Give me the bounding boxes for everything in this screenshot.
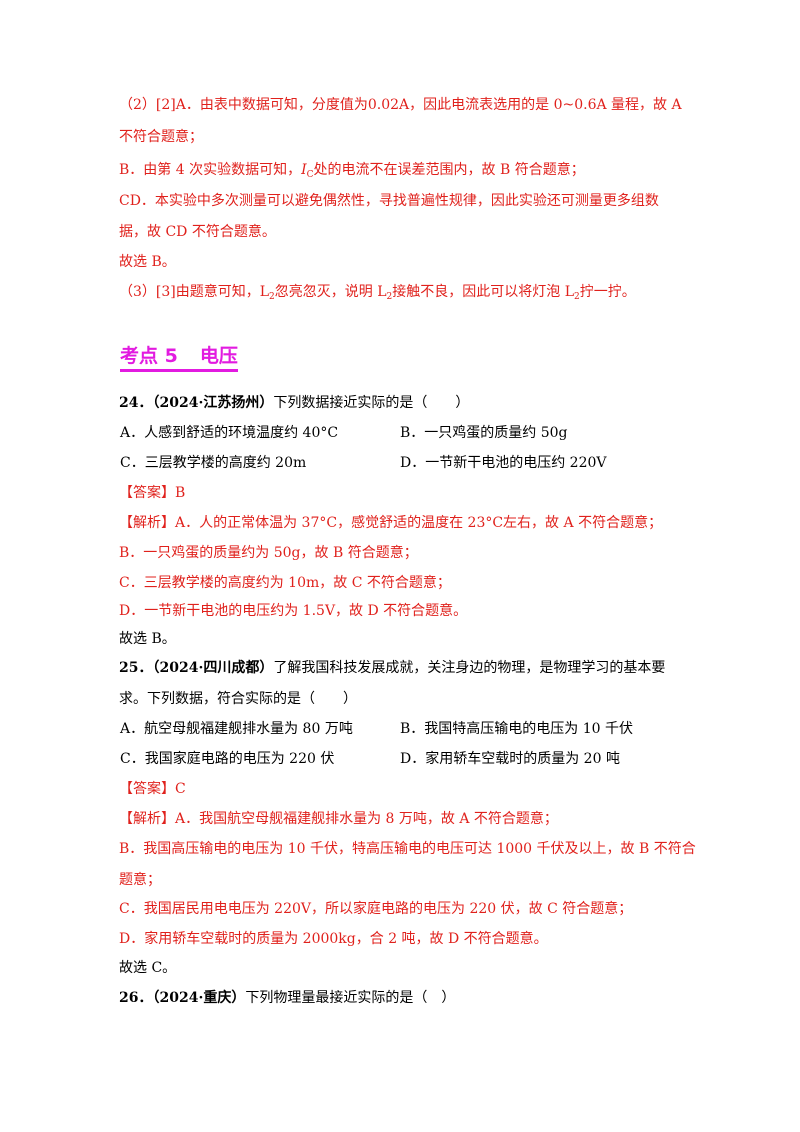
q24-option-a: A．人感到舒适的环境温度约 40°C <box>120 425 339 441</box>
prev-answer-line-7: （3）[3]由题意可知，L2忽亮忽灭，说明 L2接触不良，因此可以将灯泡 L2拧… <box>119 282 636 302</box>
q25-stem-1: 25．（2024·四川成都）了解我国科技发展成就，关注身边的物理，是物理学习的基… <box>119 658 665 678</box>
prev-b-pre: B．由第 4 次实验数据可知， <box>119 162 302 178</box>
q25-analysis-tag: 【解析】 <box>119 811 175 827</box>
prev-answer-line-4: CD．本实验中多次测量可以避免偶然性，寻找普遍性规律，因此实验还可测量更多组数 <box>119 193 659 209</box>
q24-analysis-4: D．一节新干电池的电压约为 1.5V，故 D 不符合题意。 <box>119 603 468 619</box>
section-label: 考点 5 <box>120 345 178 367</box>
q24-analysis-tag: 【解析】 <box>119 515 175 531</box>
prev-answer-line-6: 故选 B。 <box>119 254 176 270</box>
q25-answer: 【答案】C <box>119 779 186 799</box>
q24-option-b: B．一只鸡蛋的质量约 50g <box>400 425 568 441</box>
q25-option-c: C．我国家庭电路的电压为 220 伏 <box>120 751 335 767</box>
prev-p5-b: 忽亮忽灭，说明 L <box>274 284 387 300</box>
prev-p5-sub1: 2 <box>269 292 275 302</box>
q24-answer-tag: 【答案】 <box>119 485 175 501</box>
section-heading: 考点 5 电压 <box>120 343 238 372</box>
q25-answer-tag: 【答案】 <box>119 781 175 797</box>
prev-b-post: 处的电流不在误差范围内，故 B 符合题意； <box>313 162 585 178</box>
prev-p5-sub2: 2 <box>386 292 393 302</box>
q24-conclusion: 故选 B。 <box>119 631 176 647</box>
prev-answer-line-5: 据，故 CD 不符合题意。 <box>119 224 276 240</box>
section-title: 电压 <box>199 345 238 367</box>
q24-analysis-2: B．一只鸡蛋的质量约为 50g，故 B 符合题意； <box>119 545 418 561</box>
prev-answer-line-1: （2）[2]A．由表中数据可知，分度值为0.02A，因此电流表选用的是 0~0.… <box>119 97 682 113</box>
q25-source: （2024·四川成都） <box>152 660 274 676</box>
q25-answer-value: C <box>175 781 186 797</box>
q25-analysis-4: D．家用轿车空载时的质量为 2000kg，合 2 吨，故 D 不符合题意。 <box>119 931 548 947</box>
q26-source: （2024·重庆） <box>152 990 246 1006</box>
q25-text-a: 了解我国科技发展成就，关注身边的物理，是物理学习的基本要 <box>273 660 666 676</box>
prev-p5-a: （3）[3]由题意可知，L <box>119 284 270 300</box>
q26-stem: 26．（2024·重庆）下列物理量最接近实际的是（ ） <box>119 988 455 1008</box>
prev-answer-line-2: 不符合题意； <box>119 129 203 145</box>
q24-number: 24． <box>119 395 153 411</box>
current-symbol: I <box>301 162 307 178</box>
q24-analysis-a: A．人的正常体温为 37°C，感觉舒适的温度在 23°C左右，故 A 不符合题意… <box>175 515 663 531</box>
prev-answer-line-3: B．由第 4 次实验数据可知，IC处的电流不在误差范围内，故 B 符合题意； <box>119 160 585 180</box>
q25-option-d: D．家用轿车空载时的质量为 20 吨 <box>400 751 620 767</box>
q25-option-b: B．我国特高压输电的电压为 10 千伏 <box>400 721 634 737</box>
q25-analysis-3: C．我国居民用电电压为 220V，所以家庭电路的电压为 220 伏，故 C 符合… <box>119 901 633 917</box>
q25-analysis-a: A．我国航空母舰福建舰排水量为 8 万吨，故 A 不符合题意； <box>175 811 558 827</box>
q24-answer: 【答案】B <box>119 483 185 503</box>
prev-p5-sub3: 2 <box>574 292 580 302</box>
q24-option-c: C．三层教学楼的高度约 20m <box>120 455 307 471</box>
q24-stem: 24．（2024·江苏扬州）下列数据接近实际的是（ ） <box>119 393 469 413</box>
prev-p5-d: 拧一拧。 <box>579 284 636 300</box>
q24-analysis-3: C．三层教学楼的高度约为 10m，故 C 不符合题意； <box>119 575 451 591</box>
q24-option-d: D．一节新干电池的电压约 220V <box>400 455 607 471</box>
q25-analysis-2: B．我国高压输电的电压为 10 千伏，特高压输电的电压可达 1000 千伏及以上… <box>119 841 696 857</box>
q26-number: 26． <box>119 990 153 1006</box>
q24-source: （2024·江苏扬州） <box>152 395 274 411</box>
q24-text: 下列数据接近实际的是（ ） <box>273 395 470 411</box>
q25-stem-2: 求。下列数据，符合实际的是（ ） <box>119 691 357 707</box>
q26-text: 下列物理量最接近实际的是（ ） <box>245 990 456 1006</box>
q25-conclusion: 故选 C。 <box>119 960 177 976</box>
q25-analysis-1: 【解析】A．我国航空母舰福建舰排水量为 8 万吨，故 A 不符合题意； <box>119 809 558 829</box>
q25-analysis-2b: 题意； <box>119 872 161 888</box>
q24-answer-value: B <box>175 485 186 501</box>
q24-analysis-1: 【解析】A．人的正常体温为 37°C，感觉舒适的温度在 23°C左右，故 A 不… <box>119 513 662 533</box>
current-symbol-sub: C <box>306 170 314 180</box>
prev-p5-c: 接触不良，因此可以将灯泡 L <box>392 284 575 300</box>
q25-number: 25． <box>119 660 153 676</box>
q25-option-a: A．航空母舰福建舰排水量为 80 万吨 <box>120 721 353 737</box>
